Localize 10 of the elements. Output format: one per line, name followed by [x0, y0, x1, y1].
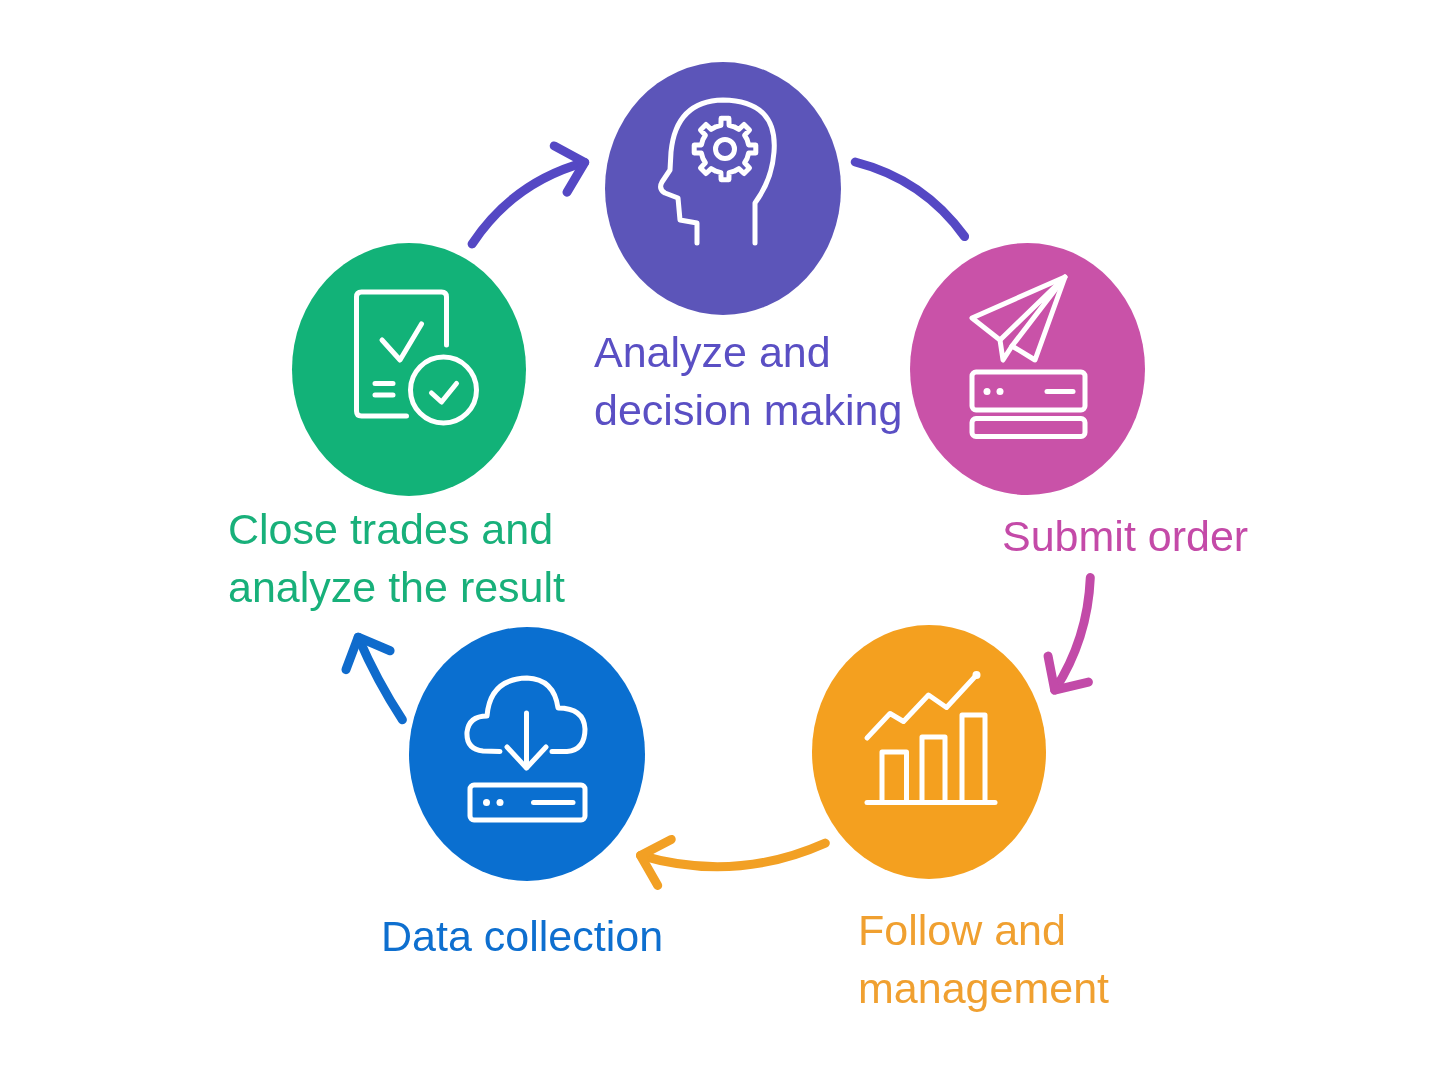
connector-line [850, 157, 970, 241]
arrow [341, 632, 407, 725]
step-label: Close trades and analyze the result [228, 504, 567, 613]
arrow [1042, 573, 1095, 695]
step-label: Data collection [381, 911, 665, 962]
arrow [636, 834, 830, 890]
arrow [467, 142, 590, 249]
step-label: Analyze and decision making [594, 327, 904, 436]
step-label: Follow and management [858, 905, 1110, 1014]
step-label: Submit order [1002, 511, 1250, 562]
